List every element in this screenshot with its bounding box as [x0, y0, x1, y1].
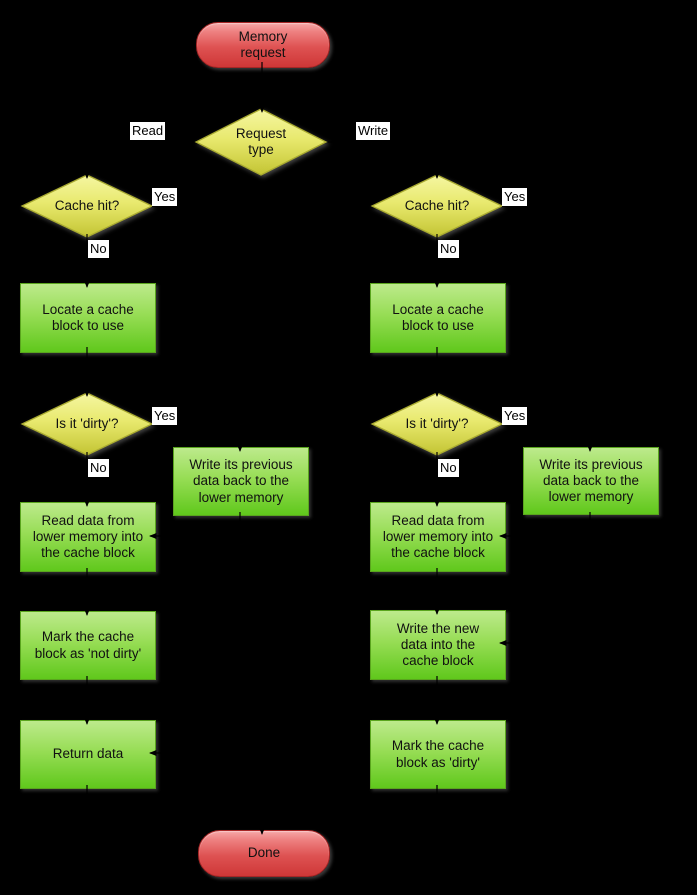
decision-read-is-dirty: Is it 'dirty'? [20, 392, 154, 456]
process-label: Read data from lower memory into the cac… [32, 512, 144, 561]
decision-write-is-dirty: Is it 'dirty'? [370, 392, 504, 456]
process-label: Write the new data into the cache block [396, 620, 480, 669]
decision-read-cache-hit: Cache hit? [20, 174, 154, 238]
edge-label-write-cache-hit-no: No [438, 240, 459, 258]
edge-label-read-cache-hit-yes: Yes [152, 188, 178, 206]
edge-label-read-cache-hit-no: No [88, 240, 109, 258]
process-read-locate-block: Locate a cache block to use [20, 283, 156, 353]
process-write-new-data: Write the new data into the cache block [370, 610, 506, 680]
start-node-label: Memory request [238, 28, 288, 60]
process-label: Read data from lower memory into the cac… [382, 512, 494, 561]
decision-label: Request type [235, 125, 287, 157]
edge-label-write-dirty-yes: Yes [502, 407, 528, 425]
end-node-done: Done [198, 830, 330, 877]
process-label: Write its previous data back to the lowe… [189, 457, 293, 505]
decision-write-cache-hit: Cache hit? [370, 174, 504, 238]
decision-label: Is it 'dirty'? [55, 415, 119, 431]
diamond-shape [194, 108, 328, 176]
edge-label-read: Read [130, 122, 166, 140]
connector-return-to-done [86, 785, 265, 835]
process-write-locate-block: Locate a cache block to use [370, 283, 506, 353]
process-write-write-back: Write its previous data back to the lowe… [523, 447, 659, 515]
connector-write-writeback-to-readdata [499, 512, 591, 539]
process-read-return-data: Return data [20, 720, 156, 789]
connector-markdirty-to-done [264, 785, 438, 813]
process-label: Mark the cache block as 'dirty' [391, 738, 485, 770]
connector-request-type-write [328, 141, 440, 179]
process-label: Write its previous data back to the lowe… [539, 456, 643, 505]
edge-label-write-cache-hit-yes: Yes [502, 188, 528, 206]
process-label: Return data [52, 746, 124, 762]
edge-label-read-dirty-yes: Yes [152, 407, 178, 425]
edge-label-read-dirty-no: No [88, 459, 109, 477]
decision-label: Is it 'dirty'? [405, 415, 469, 431]
process-read-read-data: Read data from lower memory into the cac… [20, 502, 156, 572]
process-write-mark-dirty: Mark the cache block as 'dirty' [370, 720, 506, 789]
start-node-memory-request: Memory request [196, 22, 330, 68]
connector-request-type-read [84, 141, 194, 179]
decision-request-type: Request type [194, 108, 328, 176]
edge-label-write-dirty-no: No [438, 459, 459, 477]
end-node-label: Done [247, 845, 281, 861]
process-read-write-back: Write its previous data back to the lowe… [173, 447, 309, 516]
decision-label: Cache hit? [404, 197, 470, 213]
process-label: Locate a cache block to use [392, 301, 484, 333]
process-write-read-data: Read data from lower memory into the cac… [370, 502, 506, 572]
process-label: Mark the cache block as 'not dirty' [34, 629, 142, 661]
decision-label: Cache hit? [54, 197, 120, 213]
edge-label-write: Write [356, 122, 391, 140]
process-read-mark-not-dirty: Mark the cache block as 'not dirty' [20, 611, 156, 680]
process-label: Locate a cache block to use [42, 301, 134, 333]
